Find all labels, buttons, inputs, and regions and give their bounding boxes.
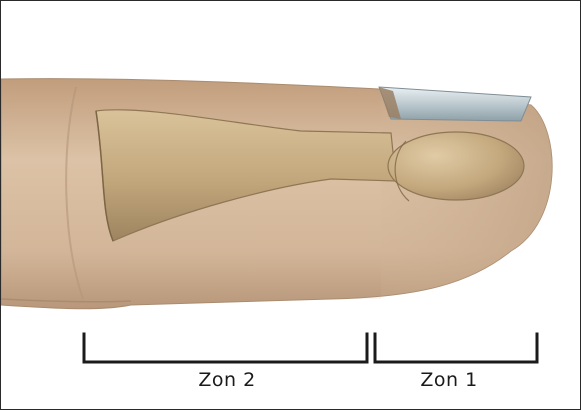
zone2-bracket xyxy=(84,334,367,362)
nail-shape xyxy=(379,87,531,121)
zone-2-label: Zon 2 xyxy=(198,369,255,391)
zone1-bracket xyxy=(375,334,537,362)
zone-1-label: Zon 1 xyxy=(420,369,477,391)
